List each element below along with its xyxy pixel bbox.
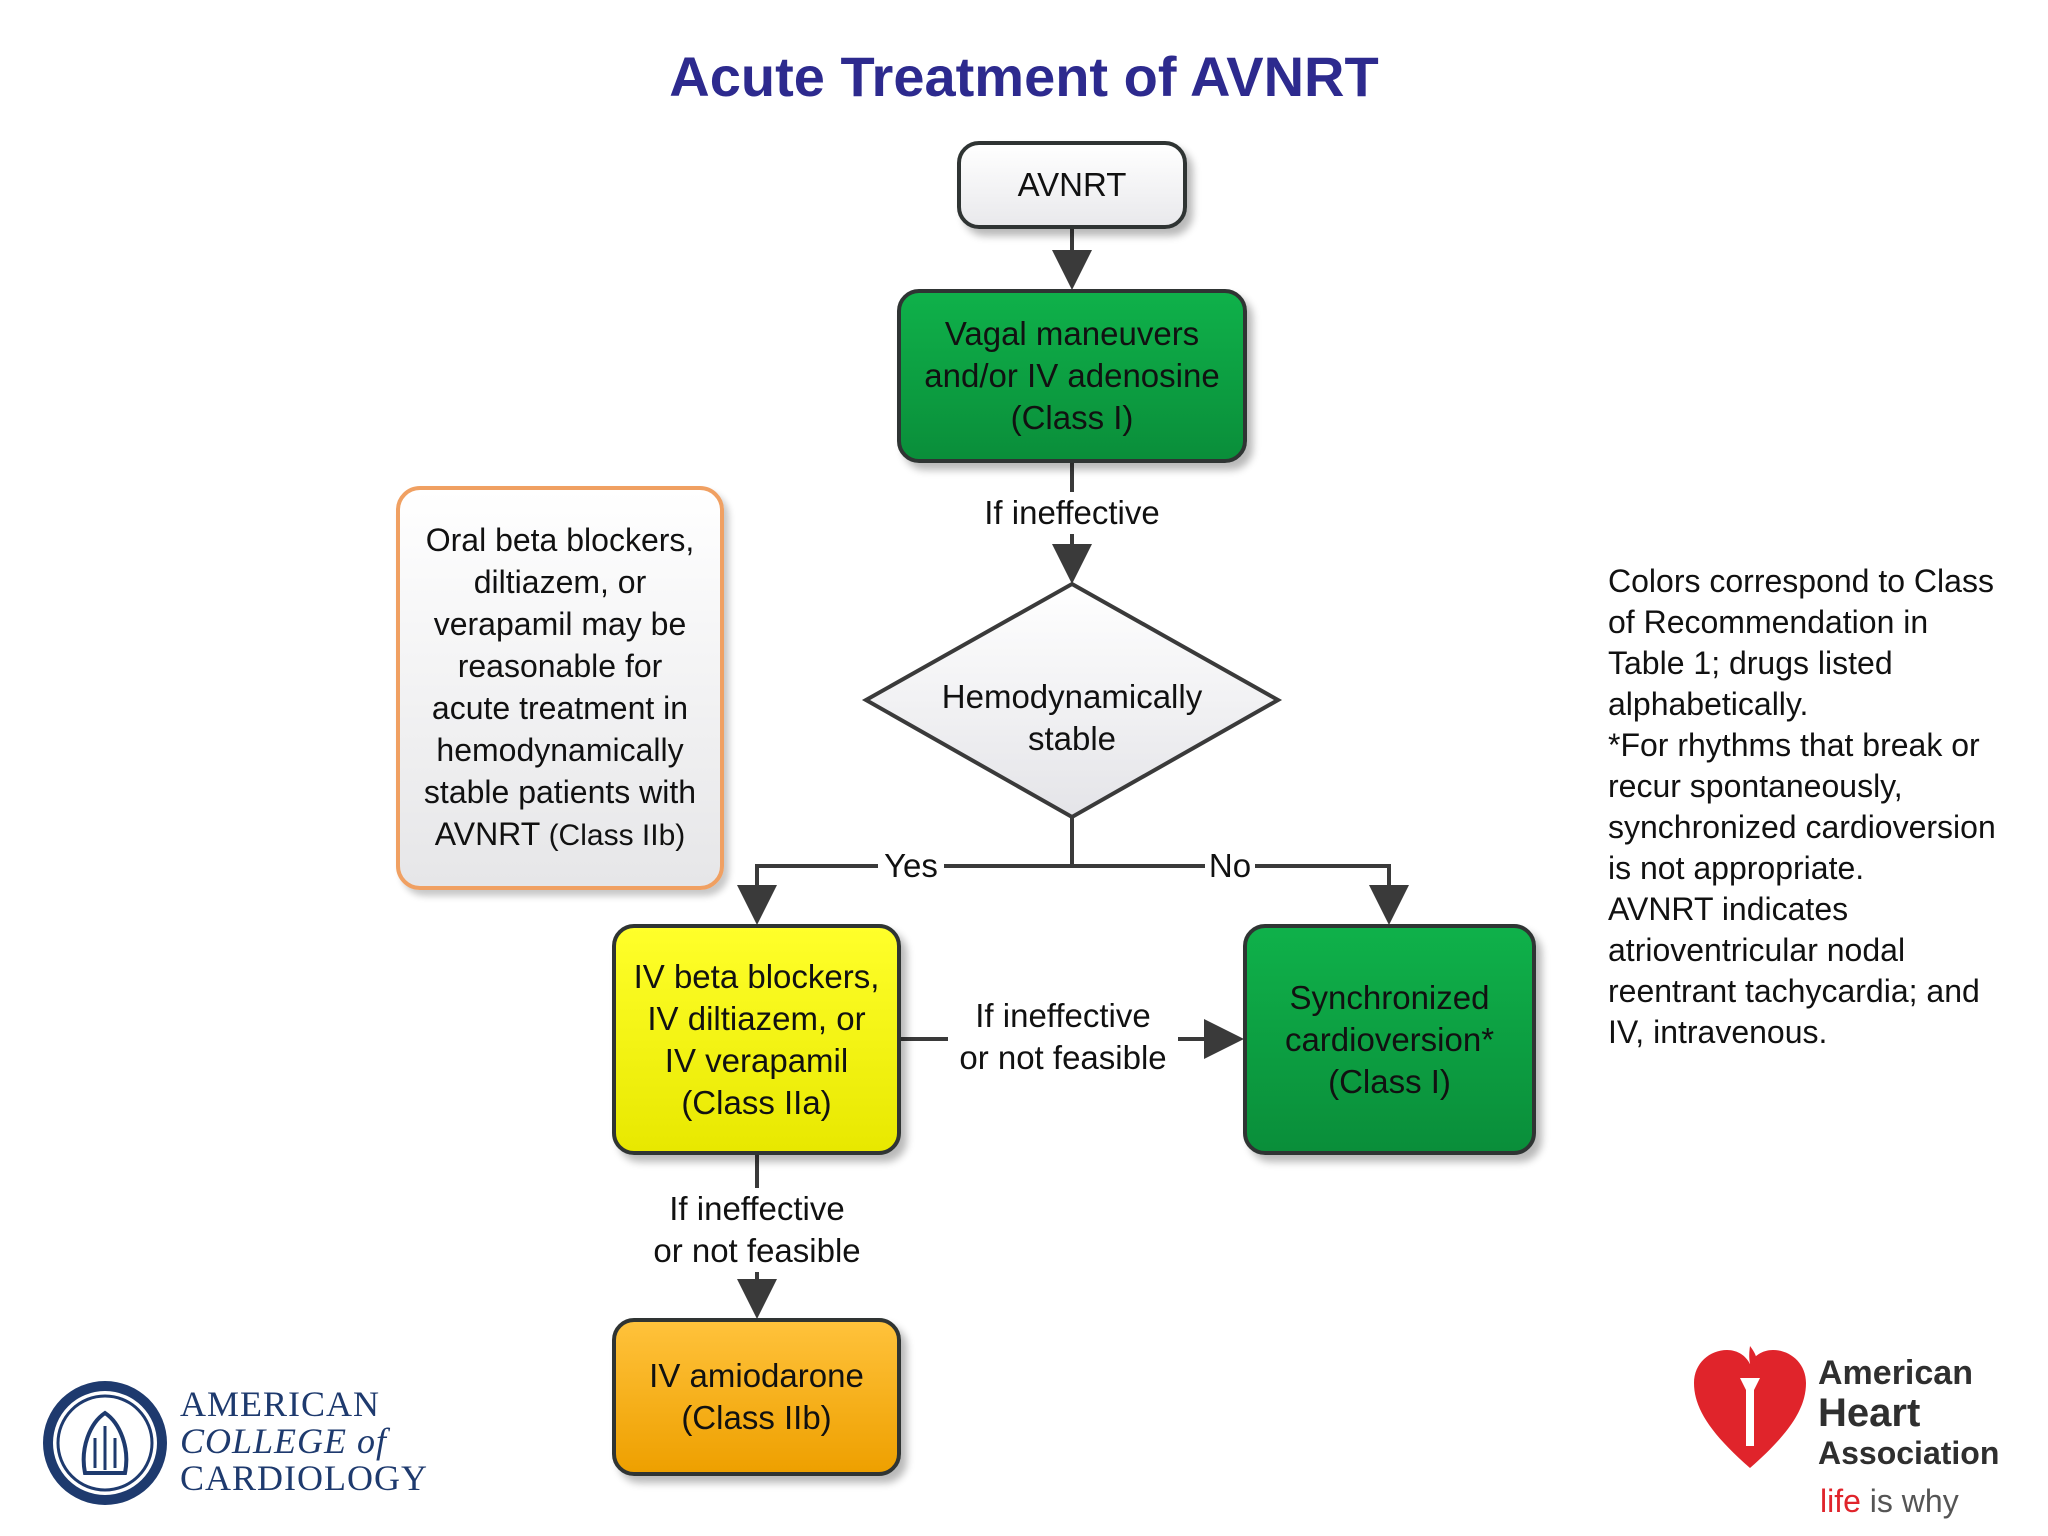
acc-seal-icon	[43, 1381, 167, 1505]
edge-label-if-ineffective-or-not-feasible-right: If ineffective or not feasible	[948, 995, 1178, 1079]
edge-label-if-ineffective: If ineffective	[972, 492, 1172, 534]
edge-no	[1072, 864, 1409, 925]
edge-label-if-ineffective-or-not-feasible-down: If ineffective or not feasible	[637, 1188, 877, 1272]
node-avnrt: AVNRT	[957, 141, 1187, 229]
aha-heart-torch-icon	[1694, 1346, 1806, 1468]
page-title: Acute Treatment of AVNRT	[669, 45, 1379, 108]
oral-therapy-note: Oral beta blockers, diltiazem, or verapa…	[396, 486, 724, 890]
node-hemodynamically-stable: Hemodynamically stable	[941, 678, 1203, 757]
edge-label-no: No	[1205, 845, 1255, 887]
aha-wordmark: American Heart Association	[1818, 1354, 2000, 1471]
node-iv-amiodarone: IV amiodarone (Class IIb)	[612, 1318, 901, 1476]
edge-label-yes: Yes	[878, 845, 944, 887]
node-vagal-maneuvers: Vagal maneuvers and/or IV adenosine (Cla…	[897, 289, 1247, 463]
aha-tagline: life is why	[1820, 1483, 1959, 1519]
decision-diamond	[861, 581, 1283, 820]
legend-footnote: Colors correspond to Class of Recommenda…	[1608, 563, 1996, 1050]
node-iv-beta-blockers: IV beta blockers, IV diltiazem, or IV ve…	[612, 924, 901, 1155]
node-synchronized-cardioversion: Synchronized cardioversion* (Class I)	[1243, 924, 1536, 1155]
acc-wordmark: AMERICAN COLLEGE of CARDIOLOGY	[180, 1384, 428, 1498]
edge-yes	[737, 864, 1072, 925]
